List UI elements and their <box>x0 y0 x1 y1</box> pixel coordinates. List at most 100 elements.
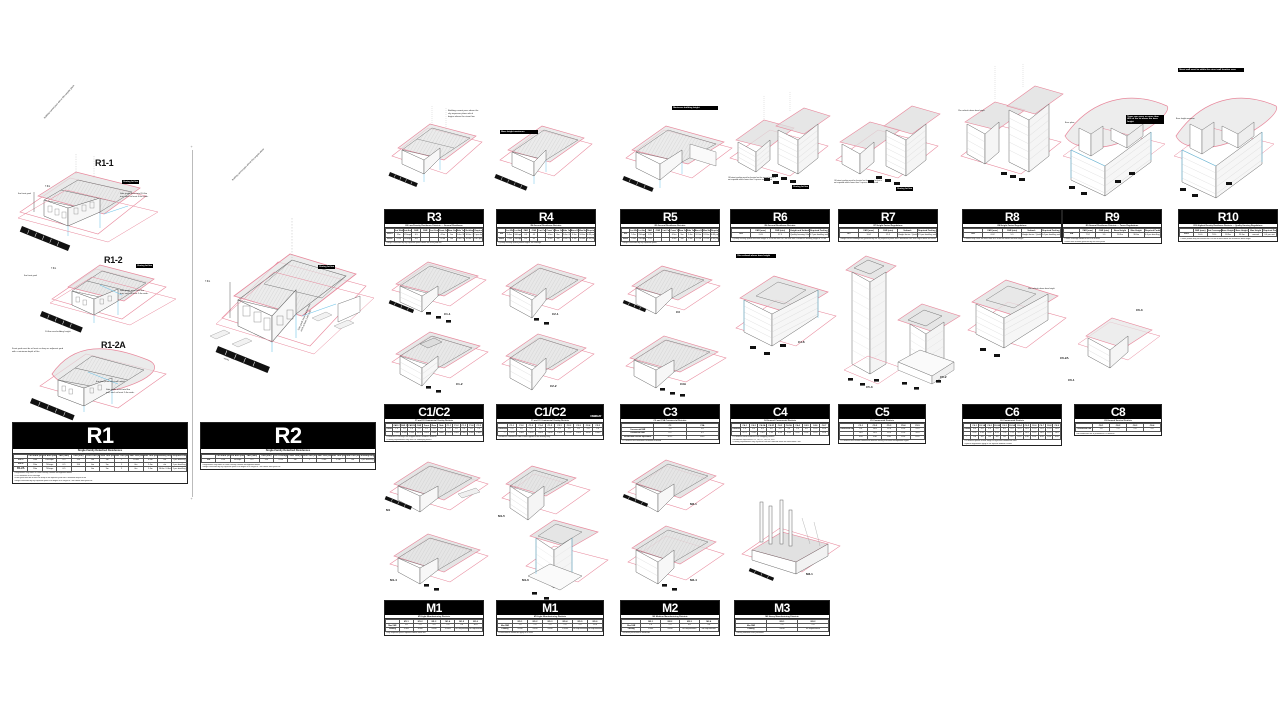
diagram-code-m2-4: M2-4 <box>690 578 697 582</box>
plate-subtitle-m2: M2 Medium Manufacturing Districts <box>621 615 719 620</box>
plate-code-suffix: OVERLAY <box>590 414 601 418</box>
dim-front-r1-2: 7.6m <box>51 268 57 270</box>
cell: R9 <box>1000 434 1009 440</box>
cell: 1/300 <box>563 430 575 436</box>
cell: 1/300 <box>444 430 454 436</box>
plate-subtitle-r1: Single-Family Detached Residences <box>13 449 187 454</box>
note-r10-base-height: Base height maximum <box>1176 118 1195 120</box>
cell: 10.0 <box>810 430 821 436</box>
cell: 1/800 <box>422 430 431 436</box>
cell: 5.5m <box>393 236 404 242</box>
tag-r6-zoning-lot-line: Zoning lot line <box>792 185 810 189</box>
note-line: • Heavy industrial uses permitted <box>736 632 764 635</box>
cell: 0.5 <box>56 466 72 472</box>
cell: 2.43 <box>766 430 777 436</box>
iso-diagram-c4 <box>730 250 842 370</box>
note-line: • 10% minimum of lot coverage <box>14 474 41 477</box>
plate-code-c8: C8 <box>1075 405 1161 419</box>
row-label: R9 <box>1062 232 1081 238</box>
plate-notes-r1: • Regulations may differ in Lower Densit… <box>13 472 187 483</box>
diagram-code-c6-2a: C6-2A <box>1060 356 1069 360</box>
plate-r8: R8 R8 Height Factor Regulations FAR (max… <box>962 209 1062 242</box>
plate-notes-c5: • C5 districts are central commercial di… <box>839 440 925 443</box>
note-line: • Height factor buildings are governed b… <box>840 238 936 241</box>
plate-subtitle-r9: R9 General Residence Districts — Tower R… <box>1063 224 1161 229</box>
cell: 0.85 per unit <box>585 236 596 242</box>
cell: 1 per dwelling unit <box>171 466 187 472</box>
plate-r10: R10 R10 Highest Density Residence Distri… <box>1178 209 1278 242</box>
plate-notes-r5: • Height controlled by sky exposure plan… <box>621 242 719 245</box>
cell: 12m <box>215 457 231 464</box>
cell: 45 <box>529 236 539 242</box>
cell: 1.5m <box>330 457 347 464</box>
plate-code-c6: C6 <box>963 405 1061 419</box>
cell: 0.5 <box>244 457 260 464</box>
plate-subtitle-m3: M3 Heavy Manufacturing Districts <box>735 615 829 620</box>
cell: 3.44 <box>858 232 879 238</box>
cell: R8 <box>992 434 1002 440</box>
cell: 2 <box>301 457 318 464</box>
tag-r4-base-height: Base height maximum <box>500 130 539 134</box>
row-label: Commercial FAR <box>1075 427 1093 432</box>
diagram-code-m1-6: M1-6 <box>522 578 529 582</box>
cell: 12.2m <box>701 236 711 242</box>
note-side-yards-r1-2: Side yards must total 6m min, each at le… <box>120 290 149 295</box>
cell: 1.0 <box>1092 427 1110 432</box>
cell: 1/300 <box>516 430 527 436</box>
iso-diagram-r4 <box>492 100 602 210</box>
cell: R10 <box>1030 434 1039 440</box>
iso-diagram-r3 <box>384 100 494 210</box>
cell: 0.75 <box>739 430 750 436</box>
iso-diagram-r10 <box>1168 58 1280 213</box>
cell: 3.44 <box>775 430 785 436</box>
cell: 4.5m <box>273 457 289 464</box>
note-front-yard-r1-2: 6m front yard <box>24 275 37 277</box>
cell: 1/400 <box>582 430 594 436</box>
plate-subtitle-r4: R4 General Residence Districts <box>497 224 595 229</box>
cell <box>537 236 547 242</box>
plate-notes-m1-a: • Sky exposure plane required above stre… <box>385 632 483 635</box>
plate-notes-r7: • Height factor buildings are governed b… <box>839 238 937 241</box>
cell: 1/600 <box>426 626 442 632</box>
cell: 1.0 <box>1095 232 1113 238</box>
note-line: • C6 districts permit a wide range of hi… <box>964 440 1017 443</box>
cell: 6.02 <box>982 232 1003 238</box>
diagram-code-r1-2a: R1-2A <box>101 340 126 350</box>
cell: R8 <box>977 434 987 440</box>
cell: 5.5m <box>505 236 515 242</box>
note-line: • Quality housing option permits higher … <box>498 242 542 245</box>
cell: R10 <box>909 434 926 440</box>
iso-diagram-m1-5 <box>496 452 600 532</box>
plate-subtitle-r8: R8 Height Factor Regulations <box>963 224 1061 229</box>
plate-subtitle-r2: Single-Family Detached Residences <box>201 449 375 454</box>
cell: 2.4m / 6m <box>561 236 571 242</box>
diagram-code-c6-4: C6-3 <box>1136 308 1143 312</box>
plate-r1: R1 Single-Family Detached Residences Lot… <box>12 422 188 484</box>
iso-diagram-r1-2a <box>22 330 192 421</box>
plate-subtitle-r5: R5 General Residence Districts <box>621 224 719 229</box>
alignment-axis-line <box>191 150 192 497</box>
iso-diagram-r6 <box>724 90 836 208</box>
plate-m1-a: M1 M1 Light Manufacturing Districts M1-1… <box>384 600 484 636</box>
cell: 5.0 <box>1143 427 1161 432</box>
row-label: Parking <box>735 626 767 632</box>
plate-notes-m2: • Medium performance standards <box>621 632 719 635</box>
note-line: • Quality housing option sets base heigh… <box>732 238 826 241</box>
table-row: Residential District EquivalentR10R10R10… <box>838 434 926 440</box>
cell: 2.4m / 6m <box>455 236 466 242</box>
cell: 10.6m / 6.4m <box>464 236 475 242</box>
iso-diagram-c1-upper <box>386 248 496 328</box>
cell: 1/300 <box>506 430 518 436</box>
table-header-row: Lot Width (min) Lot Area (min) FAR (max)… <box>12 453 187 459</box>
plate-subtitle-c8: C8 General Service Districts <box>1075 419 1161 424</box>
iso-diagram-c1-lower <box>386 318 498 398</box>
plate-notes-c6: • C6 districts permit a wide range of hi… <box>963 440 1061 446</box>
plate-notes-c3: • C3 districts are waterfront recreation… <box>621 440 719 443</box>
